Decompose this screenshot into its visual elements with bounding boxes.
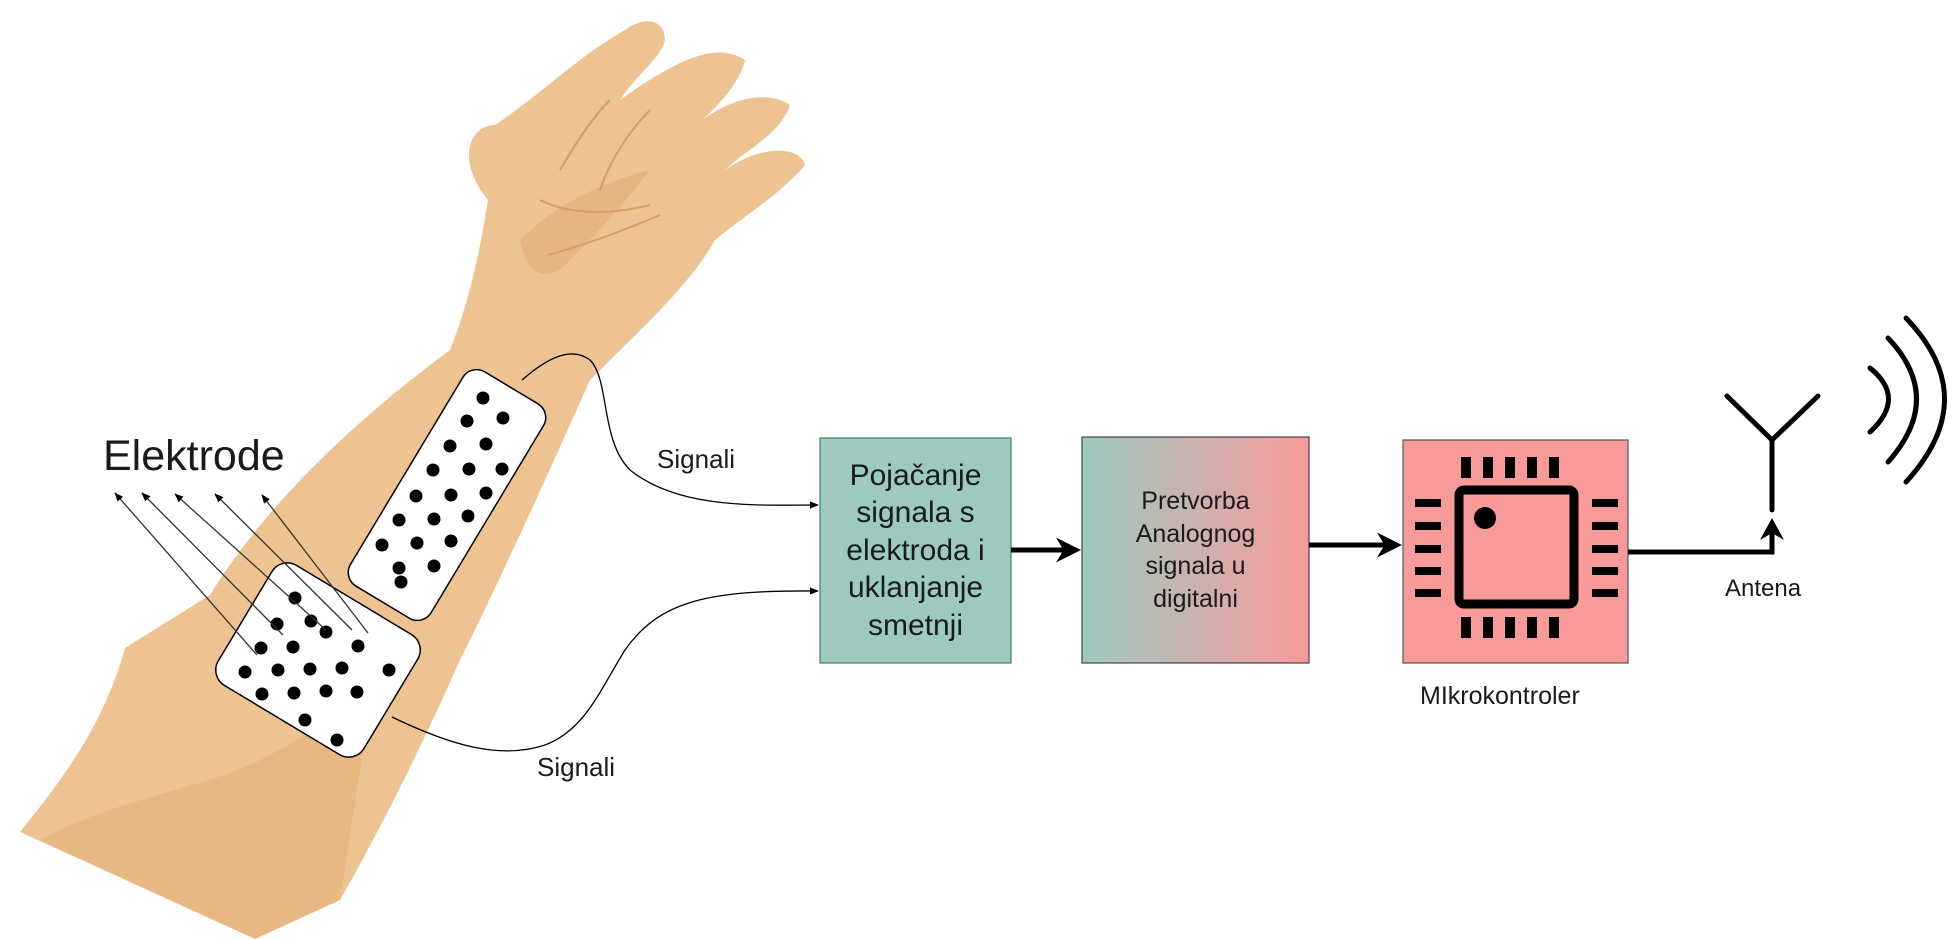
chip-pin	[1592, 545, 1618, 553]
electrode-dot	[480, 487, 493, 500]
signal-label-top: Signali	[657, 444, 735, 475]
electrode-dot	[287, 641, 300, 654]
chip-pin	[1415, 522, 1441, 530]
chip-pin	[1505, 617, 1515, 638]
adc-block: Pretvorba Analognog signala u digitalni	[1082, 437, 1309, 663]
electrode-dot	[428, 560, 441, 573]
chip-pin	[1592, 499, 1618, 507]
chip-pin	[1592, 522, 1618, 530]
electrode-dot	[461, 415, 474, 428]
electrode-dot	[477, 392, 490, 405]
electrode-dot	[393, 562, 406, 575]
electrode-dot	[496, 463, 509, 476]
electrode-dot	[256, 688, 269, 701]
chip-pin	[1415, 567, 1441, 575]
electrode-dot	[272, 664, 285, 677]
electrode-dot	[239, 666, 252, 679]
electrode-dot	[320, 626, 333, 639]
electrode-dot	[352, 640, 365, 653]
electrode-dot	[320, 685, 333, 698]
chip-pin	[1415, 589, 1441, 597]
electrode-dot	[445, 535, 458, 548]
microcontroller-label: MIkrokontroler	[1420, 682, 1580, 711]
electrode-dot	[331, 734, 344, 747]
amplifier-block-text: Pojačanje signala s elektroda i uklanjan…	[846, 457, 984, 645]
electrode-dot	[427, 464, 440, 477]
antenna-icon	[1727, 396, 1818, 510]
adc-block-text: Pretvorba Analognog signala u digitalni	[1136, 485, 1256, 615]
electrode-dot	[376, 539, 389, 552]
chip-pin	[1527, 617, 1537, 638]
chip-pin	[1549, 617, 1559, 638]
electrode-dot	[395, 576, 408, 589]
chip-pin	[1505, 457, 1515, 478]
chip-pin	[1592, 567, 1618, 575]
chip-pin	[1461, 617, 1471, 638]
electrode-dot	[462, 510, 475, 523]
wireless-waves-icon	[1870, 318, 1945, 482]
electrode-dot	[444, 440, 457, 453]
chip-pin	[1415, 499, 1441, 507]
chip-pin	[1592, 589, 1618, 597]
electrode-dot	[383, 664, 396, 677]
amplifier-block: Pojačanje signala s elektroda i uklanjan…	[820, 438, 1011, 663]
electrode-dot	[255, 642, 268, 655]
mcu-to-antenna-line	[1628, 522, 1772, 552]
electrode-dot	[428, 513, 441, 526]
electrode-dot	[299, 714, 312, 727]
electrode-dot	[445, 489, 458, 502]
chip-pin	[1461, 457, 1471, 478]
electrode-dot	[393, 514, 406, 527]
chip-pin	[1527, 457, 1537, 478]
electrode-dot	[411, 537, 424, 550]
electrode-dot	[351, 686, 364, 699]
electrode-dot	[336, 662, 349, 675]
signal-label-bottom: Signali	[537, 752, 615, 783]
electrode-dot	[497, 412, 510, 425]
electrode-dot	[288, 687, 301, 700]
electrode-dot	[410, 490, 423, 503]
chip-pin	[1415, 545, 1441, 553]
electrode-dot	[304, 663, 317, 676]
electrode-dot	[480, 438, 493, 451]
antenna-label: Antena	[1725, 575, 1801, 603]
electrodes-label: Elektrode	[103, 432, 285, 481]
chip-pin	[1549, 457, 1559, 478]
chip-pin	[1483, 617, 1493, 638]
chip-pin	[1483, 457, 1493, 478]
electrode-dot	[463, 463, 476, 476]
